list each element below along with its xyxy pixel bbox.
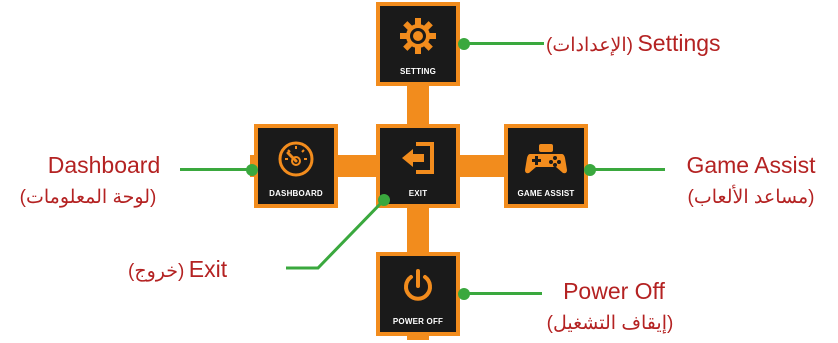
power-icon [380, 266, 456, 306]
tile-setting-label: SETTING [399, 67, 437, 76]
callout-game-assist-arabic: (مساعد الألعاب) [687, 187, 815, 208]
tile-power-off-label: POWER OFF [392, 317, 444, 326]
callout-dashboard-english: Dashboard [47, 152, 161, 178]
tile-game-assist[interactable]: GAME ASSIST [504, 124, 588, 208]
callout-power-off-arabic: (إيقاف التشغيل) [546, 313, 674, 334]
leader-line-dashboard [180, 168, 252, 171]
callout-settings-english: Settings [637, 30, 721, 56]
tile-power-off[interactable]: POWER OFF [376, 252, 460, 336]
tile-dashboard-label: DASHBOARD [269, 189, 323, 198]
tile-exit-label: EXIT [408, 189, 428, 198]
leader-line-game-assist [590, 168, 665, 171]
leader-line-power-off [464, 292, 542, 295]
callout-exit: (خروج) Exit [128, 256, 227, 283]
callout-exit-english: Exit [188, 256, 228, 282]
gear-icon [380, 16, 456, 56]
gamepad-icon [508, 138, 584, 178]
leader-dot-exit [378, 194, 390, 206]
exit-door-icon [380, 138, 456, 178]
callout-settings: (الإعدادات) Settings [546, 30, 721, 57]
callout-power-off-english: Power Off [563, 278, 665, 304]
tile-game-assist-label: GAME ASSIST [517, 189, 575, 198]
callout-exit-arabic: (خروج) [128, 261, 185, 282]
callout-dashboard-arabic: (لوحة المعلومات) [19, 187, 157, 208]
tile-exit[interactable]: EXIT [376, 124, 460, 208]
callout-settings-arabic: (الإعدادات) [546, 35, 633, 56]
callout-game-assist-english: Game Assist [686, 152, 816, 178]
tile-setting[interactable]: SETTING [376, 2, 460, 86]
speedometer-icon [258, 138, 334, 178]
tile-dashboard[interactable]: DASHBOARD [254, 124, 338, 208]
leader-line-settings [464, 42, 544, 45]
leader-dot-dashboard [246, 164, 258, 176]
